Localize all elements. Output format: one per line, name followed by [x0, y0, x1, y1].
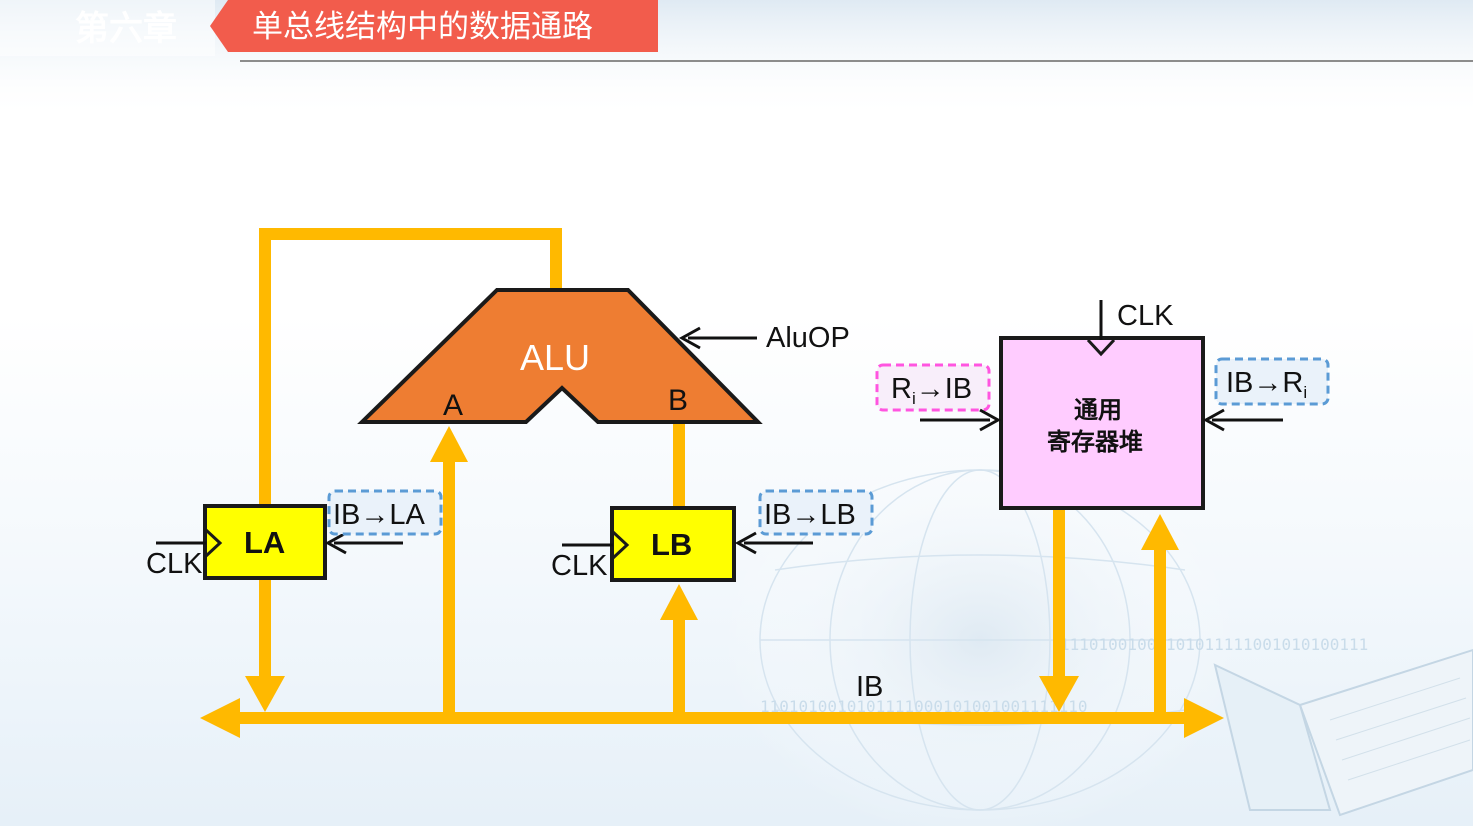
- ib-to-ri-label: IB→Ri: [1226, 367, 1307, 402]
- regfile-label-line2: 寄存器堆: [1047, 428, 1143, 456]
- alu-a-arrowhead: [430, 426, 468, 462]
- binary-decor-2: 11101001000101011111001010100111: [1060, 635, 1368, 654]
- binary-decor-1: 1101010010101111000101001001111110: [760, 697, 1088, 716]
- ib-to-ri-main: IB→R: [1226, 367, 1303, 399]
- register-file: CLK 通用 寄存器堆 Ri→IB IB→Ri: [875, 300, 1330, 510]
- regfile-label-line1: 通用: [1074, 397, 1122, 424]
- ri-to-ib-tail: →IB: [916, 373, 972, 405]
- title-tag: [210, 0, 658, 52]
- regfile-input-arrowhead: [1141, 514, 1179, 550]
- alu-output-path: [259, 228, 562, 505]
- regfile-box: [999, 336, 1205, 510]
- regfile-to-bus-arrowhead: [1039, 676, 1079, 712]
- slide-header: 第六章 单总线结构中的数据通路: [0, 0, 1473, 62]
- lb-register: LB CLK IB→LB: [551, 489, 874, 582]
- ib-to-lb-label: IB→LB: [764, 499, 856, 531]
- la-box: [203, 504, 327, 580]
- lb-label: LB: [651, 527, 692, 562]
- ri-to-ib-box: [875, 363, 991, 412]
- la-clock-triangle: [204, 528, 223, 558]
- ib-to-ri-arrowhead: [1202, 408, 1225, 432]
- ib-to-lb-box: [758, 489, 874, 536]
- chapter-label: 第六章: [75, 9, 177, 48]
- bus-right-arrowhead: [1184, 698, 1224, 738]
- regfile-clock-triangle: [1086, 338, 1116, 357]
- alu-port-b: B: [668, 384, 688, 417]
- bus-left-arrowhead: [200, 698, 240, 738]
- ri-to-ib-main: R: [891, 373, 912, 405]
- la-label: LA: [244, 525, 285, 560]
- data-bus: [228, 228, 1196, 724]
- ib-to-la-label: IB→LA: [333, 499, 426, 531]
- bus-label-ib: IB: [856, 671, 883, 703]
- ib-to-ri-subscript: i: [1303, 383, 1307, 402]
- aluop-label: AluOP: [766, 322, 850, 354]
- alu-block: ALU A B AluOP: [357, 288, 850, 424]
- ri-to-ib-arrowhead: [979, 408, 1002, 432]
- la-control-arrowhead: [324, 531, 347, 555]
- ri-to-ib-label: Ri→IB: [891, 373, 972, 408]
- aluop-arrowhead: [678, 326, 701, 350]
- ib-to-la-box: [327, 489, 443, 536]
- regfile-clk-label: CLK: [1117, 300, 1174, 332]
- la-clk-label: CLK: [146, 548, 203, 580]
- la-register: LA CLK IB→LA: [146, 489, 443, 580]
- ri-to-ib-subscript: i: [912, 389, 916, 408]
- alu-shape: [357, 288, 763, 424]
- alu-label: ALU: [520, 337, 590, 378]
- laptop-icon: [1213, 648, 1473, 817]
- lb-input-arrowhead: [660, 584, 698, 620]
- lb-clk-label: CLK: [551, 550, 608, 582]
- lb-control-arrowhead: [734, 531, 757, 555]
- lb-clock-triangle: [611, 530, 630, 560]
- alu-port-a: A: [443, 389, 463, 422]
- bus-arrowheads: [200, 426, 1224, 738]
- ib-to-ri-box: [1214, 357, 1330, 406]
- la-to-bus-arrowhead: [245, 676, 285, 712]
- slide-title: 单总线结构中的数据通路: [252, 9, 593, 44]
